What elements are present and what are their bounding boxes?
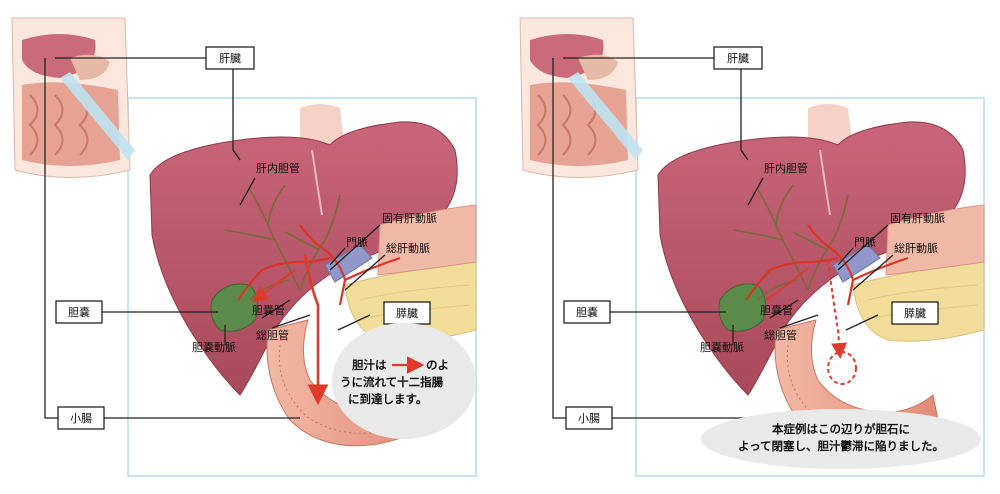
left-note-line1-before: 胆汁は xyxy=(352,358,387,372)
svg-text:胆嚢: 胆嚢 xyxy=(576,305,598,319)
svg-text:膵臓: 膵臓 xyxy=(904,307,926,320)
svg-text:胆嚢: 胆嚢 xyxy=(68,305,90,319)
right-label-cystic-duct: 胆嚢管 xyxy=(760,303,793,317)
right-label-portal-vein: 門脈 xyxy=(854,235,876,249)
left-label-gallbladder: 胆嚢 xyxy=(55,300,103,324)
obstruction-arrow xyxy=(827,259,848,359)
left-label-pancreas: 膵臓 xyxy=(383,301,431,325)
left-label-small-intestine: 小腸 xyxy=(57,406,105,430)
right-label-intrahepatic-duct: 肝内胆管 xyxy=(764,161,808,175)
svg-text:肝臓: 肝臓 xyxy=(727,52,749,65)
bile-flow-arrow-gb xyxy=(765,267,809,301)
left-label-liver: 肝臓 xyxy=(205,46,255,70)
right-label-liver: 肝臓 xyxy=(713,46,763,70)
left-note-bubble: 胆汁は のよ うに流れて十二指腸 に到達します。 xyxy=(332,323,476,439)
right-label-gallbladder: 胆嚢 xyxy=(563,300,611,324)
right-note-line1: 本症例はこの辺りが胆石に xyxy=(772,422,910,436)
left-label-common-hepatic-artery: 総肝動脈 xyxy=(386,241,430,255)
right-note-bubble: 本症例はこの辺りが胆石に よって閉塞し、胆汁鬱滞に陥りました。 xyxy=(701,409,981,469)
bile-flow-arrow-gb xyxy=(251,269,296,303)
left-note-line3: に到達します。 xyxy=(348,392,427,406)
left-label-cystic-artery: 胆嚢動脈 xyxy=(192,340,236,354)
right-note-line2: よって閉塞し、胆汁鬱滞に陥りました。 xyxy=(738,439,944,453)
left-label-proper-hepatic-artery: 固有肝動脈 xyxy=(382,211,437,225)
left-panel: 肝臓 肝内胆管 固有肝動脈 門脈 総肝動脈 胆嚢 胆嚢管 膵臓 胆嚢動脈 総胆管… xyxy=(10,16,478,478)
right-panel: 肝臓 肝内胆管 固有肝動脈 門脈 総肝動脈 胆嚢 胆嚢管 膵臓 胆嚢動脈 総胆管… xyxy=(518,16,986,478)
obstruction-circle xyxy=(827,351,857,385)
bile-flow-arrow xyxy=(303,254,329,406)
right-label-cystic-artery: 胆嚢動脈 xyxy=(700,340,744,354)
right-label-small-intestine: 小腸 xyxy=(565,406,613,430)
left-note-line1-after: のよ xyxy=(426,358,449,372)
svg-text:小腸: 小腸 xyxy=(578,412,600,425)
left-label-portal-vein: 門脈 xyxy=(346,235,368,249)
svg-text:肝臓: 肝臓 xyxy=(219,52,241,65)
right-label-pancreas: 膵臓 xyxy=(891,301,939,325)
left-label-cystic-duct: 胆嚢管 xyxy=(252,303,285,317)
right-label-common-bile-duct: 総胆管 xyxy=(764,328,797,342)
svg-text:膵臓: 膵臓 xyxy=(396,307,418,320)
left-label-intrahepatic-duct: 肝内胆管 xyxy=(256,161,300,175)
right-label-common-hepatic-artery: 総肝動脈 xyxy=(894,241,938,255)
right-label-proper-hepatic-artery: 固有肝動脈 xyxy=(890,211,945,225)
left-label-common-bile-duct: 総胆管 xyxy=(256,328,289,342)
svg-text:小腸: 小腸 xyxy=(70,412,92,425)
left-note-line2: うに流れて十二指腸 xyxy=(340,375,444,389)
